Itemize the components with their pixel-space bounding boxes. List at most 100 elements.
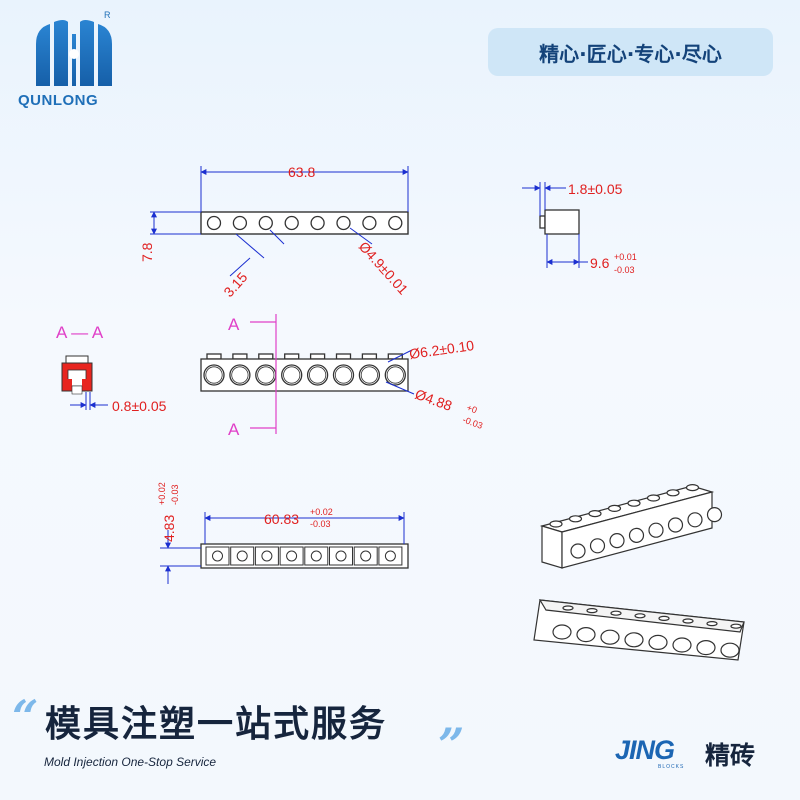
cut-marker-top: A <box>228 315 240 334</box>
dim-bottom-length: 60.83 <box>264 511 299 527</box>
bottom-hole <box>236 550 248 562</box>
bottom-hole <box>384 550 396 562</box>
jing-blocks-logo: JING <box>615 735 675 765</box>
dim-wall: 0.8±0.05 <box>112 398 167 414</box>
isometric-studs <box>549 484 700 528</box>
bottom-hole <box>286 550 298 562</box>
iso-hole <box>589 538 606 554</box>
iso-bottom-stud <box>730 623 742 629</box>
top-hole <box>206 215 222 231</box>
front-hole-outer <box>229 364 251 386</box>
iso-bottom-stud <box>658 615 670 622</box>
iso-hole <box>628 527 645 544</box>
bottom-view-dimensions <box>160 512 405 584</box>
iso-hole <box>570 543 586 559</box>
section-label: A — A <box>56 323 104 342</box>
front-hole-inner <box>257 366 275 384</box>
side-view-dimensions <box>522 182 588 268</box>
front-hole-outer <box>384 364 406 386</box>
top-hole <box>336 215 351 231</box>
isometric-holes <box>570 506 723 559</box>
close-quote-icon: ” <box>438 718 465 772</box>
iso-stud <box>685 484 700 492</box>
top-view-dimensions <box>150 166 409 277</box>
iso-bottom-stud <box>562 605 574 611</box>
bottom-hole <box>212 550 223 562</box>
iso-bottom-stud <box>610 610 622 616</box>
front-view-holes <box>203 364 406 386</box>
iso-bottom-hole <box>648 634 668 651</box>
dim-inner-hole: Ø4.88 <box>413 386 455 414</box>
slogan-banner: 精心·匠心·专心·尽心 <box>488 28 773 76</box>
footer-subtitle: Mold Injection One-Stop Service <box>44 755 217 769</box>
front-hole-inner <box>386 366 404 384</box>
dim-bottom-length-tol-plus: +0.02 <box>310 507 333 517</box>
section-dimensions <box>70 392 108 410</box>
front-hole-inner <box>360 366 378 384</box>
iso-bottom-stud <box>682 618 694 624</box>
iso-bottom-stud <box>706 620 718 627</box>
registered-mark: R <box>104 10 111 20</box>
iso-hole <box>687 512 703 528</box>
iso-stud <box>568 515 583 523</box>
isometric-view-top <box>539 484 723 569</box>
front-hole-outer <box>255 364 277 386</box>
brand-name: QUNLONG <box>18 92 99 109</box>
footer-title: 模具注塑一站式服务 <box>45 704 388 745</box>
iso-stud <box>627 499 641 507</box>
section-view <box>61 355 93 395</box>
top-hole <box>232 215 248 231</box>
iso-bottom-hole <box>576 626 596 643</box>
partner-name: 精砖 <box>705 741 756 770</box>
front-stud <box>232 353 248 360</box>
dim-large-hole: Ø6.2±0.10 <box>408 337 475 362</box>
iso-stud <box>666 489 680 497</box>
qunlong-logo-icon <box>36 20 112 86</box>
open-quote-icon: “ <box>12 690 39 744</box>
top-hole <box>258 215 273 231</box>
bottom-hole <box>261 550 273 562</box>
front-hole-inner <box>231 366 249 384</box>
iso-bottom-hole <box>696 639 716 656</box>
side-view <box>539 209 580 235</box>
iso-stud <box>549 520 563 528</box>
dim-small-hole: Ø4.9±0.01 <box>356 238 412 297</box>
iso-hole <box>648 522 664 538</box>
iso-hole <box>706 506 723 523</box>
front-hole-outer <box>281 364 303 386</box>
dim-pitch: 3.15 <box>220 269 250 300</box>
front-stud <box>309 353 326 360</box>
cut-marker-bottom: A <box>228 420 240 439</box>
iso-stud <box>588 509 602 518</box>
dim-inner-hole-tol-minus: -0.03 <box>461 414 484 430</box>
front-stud <box>361 353 378 360</box>
iso-bottom-hole <box>720 642 740 658</box>
dim-bottom-height-tol-minus: -0.03 <box>170 484 180 505</box>
top-hole <box>310 215 325 231</box>
bottom-view <box>200 543 409 569</box>
dim-depth-tol-plus: +0.01 <box>614 252 637 262</box>
bottom-view-cells <box>205 546 403 566</box>
front-stud <box>258 353 274 360</box>
iso-bottom-stud <box>586 607 598 614</box>
front-stud <box>284 353 300 360</box>
dim-stud-height: 1.8±0.05 <box>568 181 623 197</box>
isometric-view-bottom <box>533 599 745 661</box>
bottom-hole <box>310 550 322 562</box>
slogan-text: 精心·匠心·专心·尽心 <box>539 41 722 66</box>
front-hole-inner <box>283 366 301 384</box>
iso-bottom-hole <box>624 632 644 648</box>
top-view <box>200 211 409 235</box>
dim-depth: 9.6 <box>590 255 610 271</box>
iso-stud <box>607 504 622 512</box>
front-hole-outer <box>358 364 381 386</box>
iso-hole <box>667 517 684 533</box>
front-hole-outer <box>332 364 355 386</box>
bottom-hole <box>335 550 347 562</box>
jing-blocks-sub: BLOCKS <box>658 764 685 770</box>
dim-height: 7.8 <box>139 242 155 262</box>
iso-bottom-hole <box>600 629 620 645</box>
front-stud <box>206 353 222 360</box>
front-hole-outer <box>306 364 329 386</box>
